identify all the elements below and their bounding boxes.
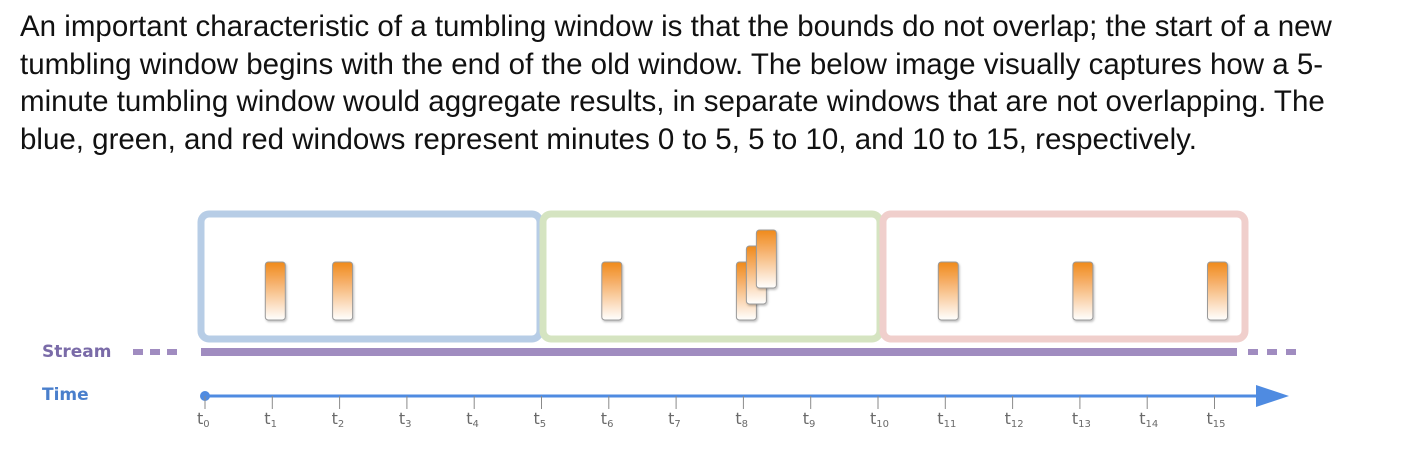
stream-dash (167, 349, 177, 355)
event-card (601, 261, 623, 321)
event-card (755, 229, 777, 289)
tick-group: t0 t1 t2 t3 t4 t5 t6 t7 t8 t9 t10 t11 t12 t13 t14 t15 (197, 396, 1226, 430)
tick-label: t10 (870, 409, 889, 430)
window-red (879, 210, 1249, 343)
tick-label: t11 (937, 409, 956, 430)
time-arrowhead (1256, 385, 1289, 407)
tick-label: t14 (1139, 409, 1158, 430)
event-card (264, 261, 286, 321)
stream-label: Stream (42, 342, 111, 362)
window-blue (197, 210, 544, 343)
stream-dash (1286, 349, 1296, 355)
stream-dash (133, 349, 143, 355)
event-card (332, 261, 354, 321)
tick-label: t5 (534, 409, 547, 430)
stream-row: Stream (42, 342, 1296, 362)
tick-label: t3 (399, 409, 412, 430)
tick-label: t6 (601, 409, 614, 430)
tick-label: t1 (264, 409, 277, 430)
stream-dash (150, 349, 160, 355)
tick-label: t12 (1005, 409, 1024, 430)
event-card (937, 261, 959, 321)
tick-label: t8 (735, 409, 748, 430)
tick-label: t9 (803, 409, 816, 430)
events-group (264, 229, 1228, 321)
stream-line (201, 348, 1237, 356)
event-card (1207, 261, 1228, 321)
windows-group (197, 210, 1249, 343)
window-green (539, 210, 884, 343)
event-card (1072, 261, 1094, 321)
tick-label: t15 (1207, 409, 1226, 430)
time-row: Time t0 t1 t2 t3 t4 t5 t6 t7 t8 t9 t10 t11 t12 t13 t14… (42, 385, 1289, 430)
stream-dash (1267, 349, 1277, 355)
stream-dash (1248, 349, 1258, 355)
tick-label: t0 (197, 409, 210, 430)
tick-label: t2 (332, 409, 345, 430)
intro-paragraph: An important characteristic of a tumblin… (20, 10, 1332, 156)
tick-label: t13 (1072, 409, 1091, 430)
time-label: Time (42, 385, 89, 405)
tick-label: t4 (466, 409, 479, 430)
tick-label: t7 (668, 409, 681, 430)
